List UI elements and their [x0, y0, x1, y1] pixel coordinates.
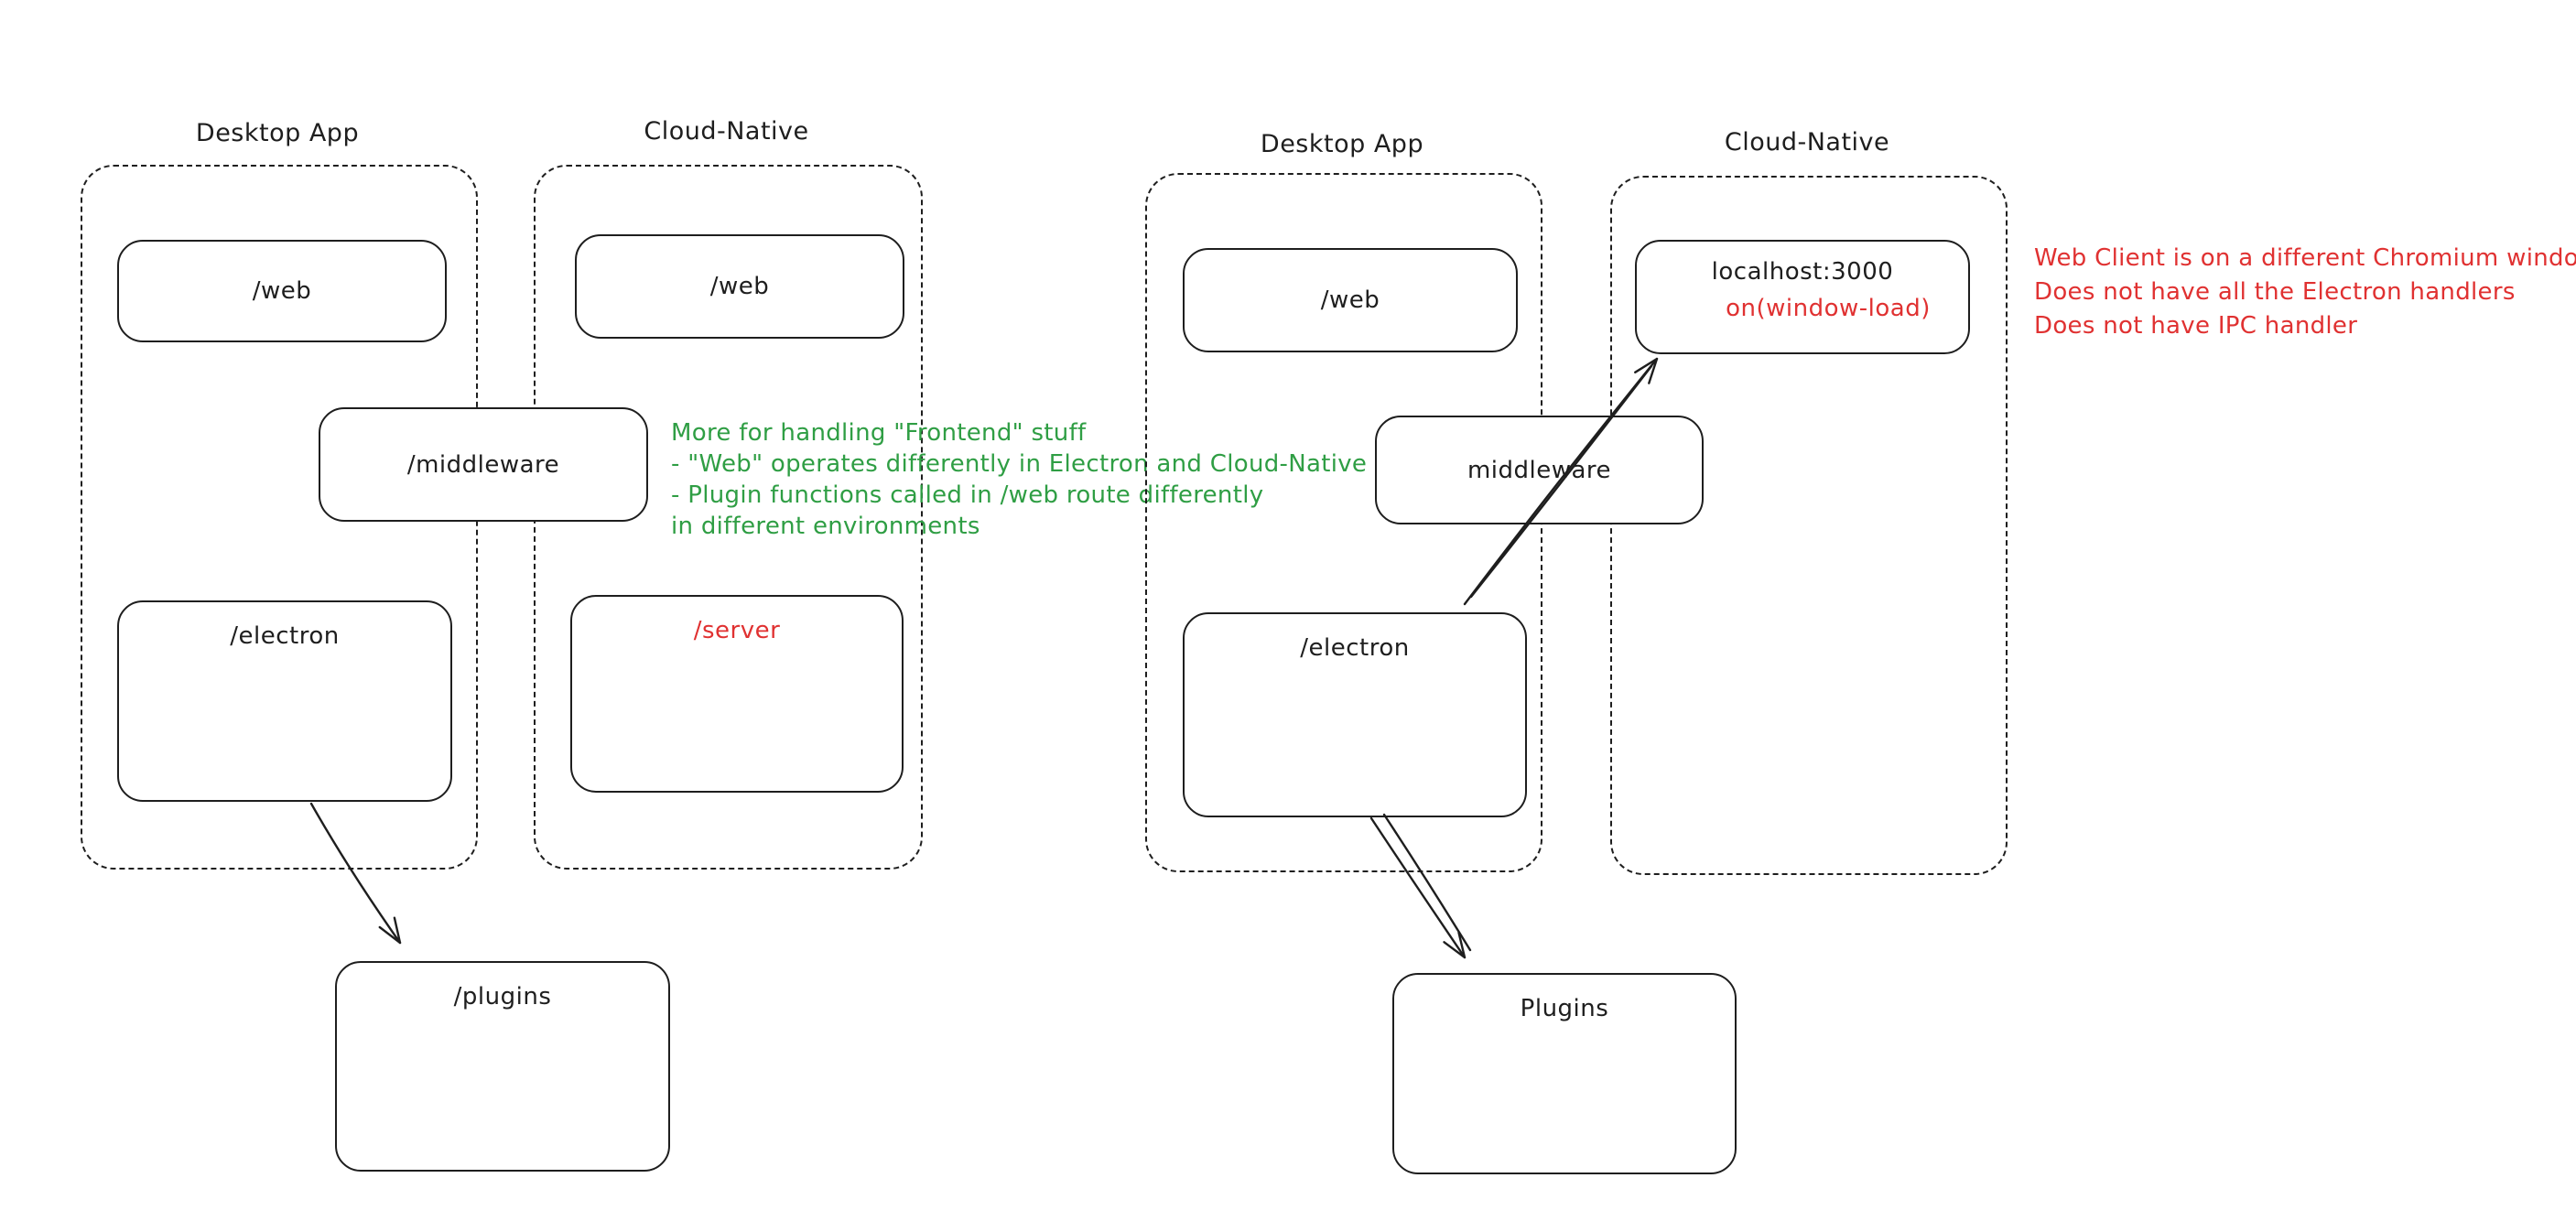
left-plugins-label: /plugins — [453, 983, 552, 1010]
left-middleware-box[interactable]: /middleware — [319, 407, 648, 522]
green-note[interactable]: More for handling "Frontend" stuff - "We… — [671, 417, 1367, 542]
left-cloud-native-title: Cloud-Native — [644, 117, 809, 146]
right-desktop-web-box[interactable]: /web — [1183, 248, 1518, 352]
right-desktop-app-title: Desktop App — [1260, 130, 1424, 158]
left-desktop-web-box[interactable]: /web — [117, 240, 447, 342]
green-note-line-2: - "Web" operates differently in Electron… — [671, 450, 1368, 478]
left-electron-box[interactable]: /electron — [117, 600, 452, 802]
right-localhost-label: localhost:3000 — [1711, 258, 1894, 286]
left-electron-label: /electron — [230, 622, 340, 650]
left-cloud-web-label: /web — [709, 273, 770, 300]
left-middleware-label: /middleware — [406, 450, 560, 479]
left-desktop-web-label: /web — [252, 277, 312, 305]
right-middleware-label: middleware — [1467, 456, 1612, 484]
left-server-box[interactable]: /server — [570, 595, 904, 793]
left-plugins-box[interactable]: /plugins — [335, 961, 670, 1172]
red-note-line-2: Does not have all the Electron handlers — [2034, 278, 2516, 306]
left-cloud-web-box[interactable]: /web — [575, 234, 904, 339]
green-note-line-1: More for handling "Frontend" stuff — [671, 419, 1087, 447]
right-plugins-box[interactable]: Plugins — [1392, 973, 1737, 1174]
right-window-load-label: on(window-load) — [1726, 295, 1931, 322]
right-electron-label: /electron — [1300, 634, 1410, 662]
left-server-label: /server — [693, 617, 781, 644]
right-cloud-native-title: Cloud-Native — [1724, 128, 1890, 157]
green-note-line-3: - Plugin functions called in /web route … — [671, 481, 1264, 509]
red-note-line-3: Does not have IPC handler — [2034, 312, 2358, 340]
right-desktop-web-label: /web — [1320, 286, 1380, 314]
right-electron-box[interactable]: /electron — [1183, 612, 1527, 817]
red-note-line-1: Web Client is on a different Chromium wi… — [2034, 244, 2576, 272]
right-localhost-box[interactable]: localhost:3000 on(window-load) — [1635, 240, 1970, 354]
right-plugins-label: Plugins — [1520, 995, 1609, 1022]
left-desktop-app-title: Desktop App — [195, 119, 360, 147]
green-note-line-4: in different environments — [671, 513, 980, 540]
right-middleware-box[interactable]: middleware — [1375, 416, 1704, 524]
red-note[interactable]: Web Client is on a different Chromium wi… — [2034, 242, 2576, 343]
